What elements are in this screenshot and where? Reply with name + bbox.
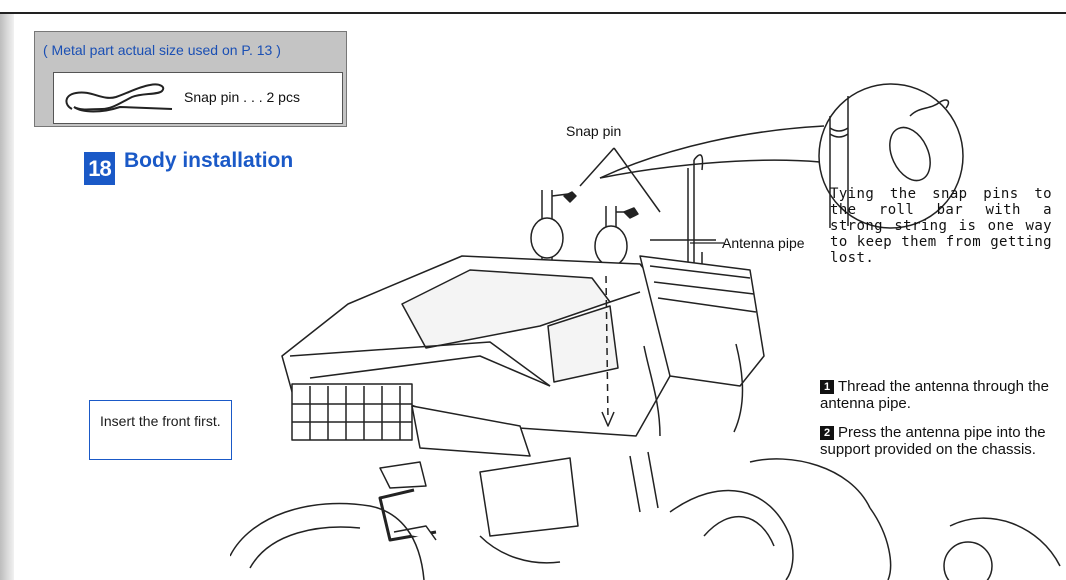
snap-pin-callout: Snap pin xyxy=(566,123,622,139)
truck-body-illustration xyxy=(230,83,1061,580)
parts-item-frame: Snap pin . . . 2 pcs xyxy=(53,72,343,124)
storage-tip: Tying the snap pins to the roll bar with… xyxy=(830,186,1052,266)
instruction-text-1: Thread the antenna through the antenna p… xyxy=(820,378,1049,412)
insert-note-text: Insert the front first. xyxy=(100,413,221,429)
antenna-pipe-callout: Antenna pipe xyxy=(722,235,805,251)
snap-pin-icon xyxy=(65,83,173,113)
instruction-number-1: 1 xyxy=(820,380,834,394)
insert-note-box: Insert the front first. xyxy=(89,400,232,460)
page-binding-edge xyxy=(0,14,14,580)
parts-box-title: ( Metal part actual size used on P. 13 ) xyxy=(43,42,281,58)
step-number-badge: 18 xyxy=(84,152,115,185)
step-title: Body installation xyxy=(124,149,294,172)
top-rule xyxy=(0,0,1066,14)
snap-pin-label: Snap pin . . . 2 pcs xyxy=(184,89,300,105)
instruction-text-2: Press the antenna pipe into the support … xyxy=(820,424,1046,458)
parts-box: ( Metal part actual size used on P. 13 )… xyxy=(34,31,347,127)
antenna-pipe-leader xyxy=(690,242,724,244)
instruction-number-2: 2 xyxy=(820,426,834,440)
